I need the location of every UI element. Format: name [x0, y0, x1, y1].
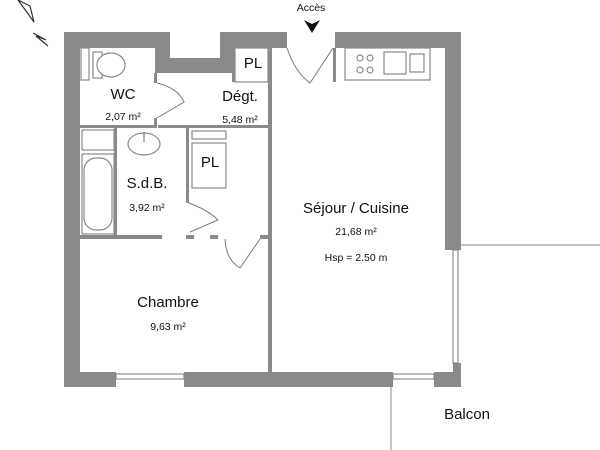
room-name-chambre: Chambre	[137, 294, 199, 311]
toilet-icon	[80, 47, 126, 81]
room-area-degt: 5,48 m²	[222, 114, 258, 126]
access-arrow-icon	[304, 20, 320, 33]
doors	[156, 47, 334, 269]
room-name-degt: Dégt.	[222, 88, 258, 105]
interior-walls	[80, 48, 336, 372]
closet-label-top: PL	[243, 55, 263, 72]
closet-top	[234, 47, 269, 83]
compass-icon	[17, 0, 49, 47]
room-area-chambre: 9,63 m²	[150, 321, 186, 333]
ceiling-height: Hsp = 2.50 m	[324, 252, 388, 264]
closet-label-middle: PL	[200, 154, 220, 171]
kitchen-counter-icon	[344, 47, 431, 81]
exterior-walls	[64, 32, 461, 387]
room-name-sdb: S.d.B.	[126, 175, 168, 192]
windows	[115, 249, 459, 380]
sink-icon	[127, 132, 161, 156]
closet-middle	[191, 142, 227, 189]
room-name-wc: WC	[110, 86, 136, 103]
balcony-outline	[390, 244, 600, 450]
room-area-wc: 2,07 m²	[105, 111, 141, 123]
access-label: Accès	[296, 2, 326, 14]
room-area-sdb: 3,92 m²	[129, 202, 165, 214]
balcony-label: Balcon	[444, 406, 490, 423]
room-name-sejour: Séjour / Cuisine	[303, 200, 409, 217]
room-area-sejour: 21,68 m²	[335, 226, 377, 238]
bathtub-icon	[81, 153, 115, 235]
